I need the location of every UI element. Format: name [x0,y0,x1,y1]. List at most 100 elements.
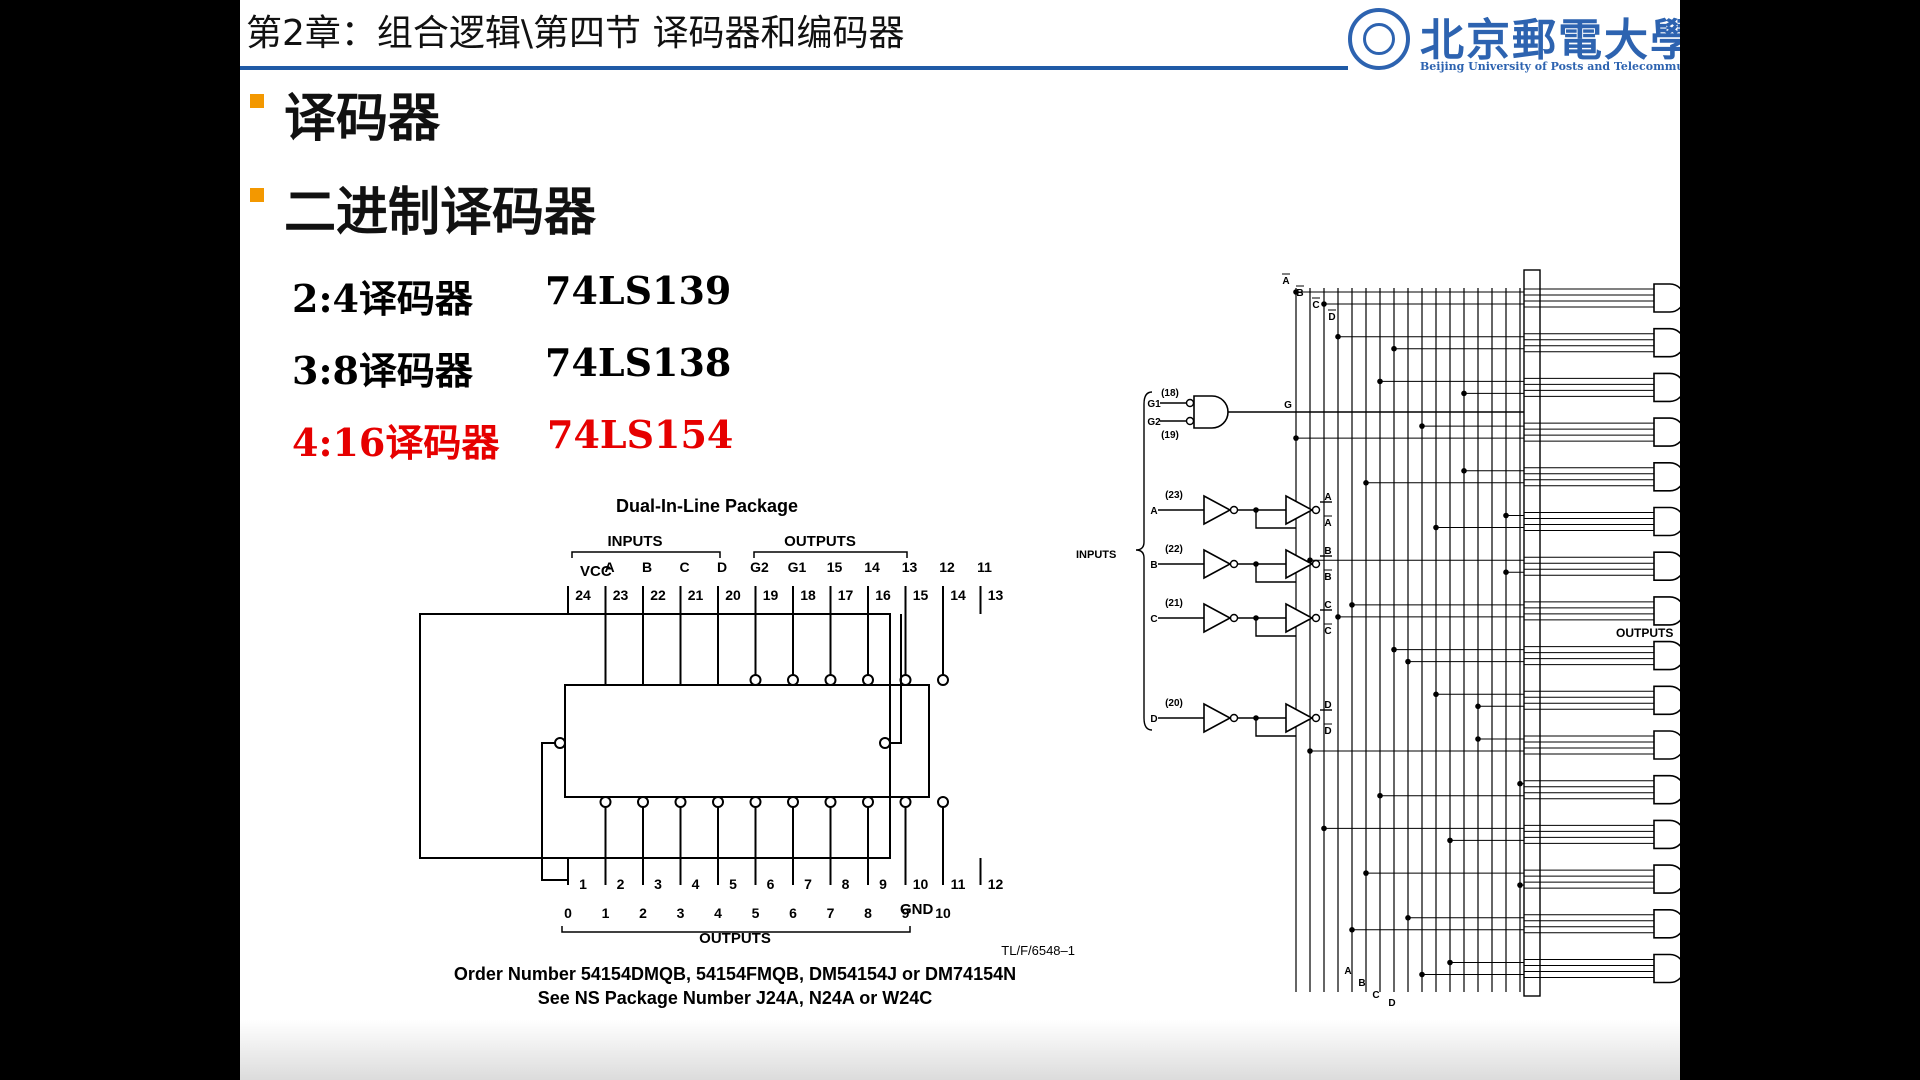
dip-bottom-signal-label: 6 [789,905,797,921]
dip-package-outline [419,613,891,859]
logic-bus-label: A [1344,966,1351,977]
dip-inversion-bubble [599,796,612,808]
logic-true-output-label: B [1324,546,1331,557]
logic-inputs-brace [1135,391,1153,731]
header-rule [240,66,1348,70]
logic-junction-dot [1335,614,1341,620]
logic-inverter [1203,602,1232,634]
logic-nand-gate [1653,819,1680,850]
logic-input-pin-label: (20) [1165,698,1183,709]
dip-bottom-pin-number: 3 [654,876,662,892]
dip-bottom-signal-label: 0 [564,905,572,921]
logic-bus-label-complement: D [1328,312,1335,323]
logic-diagram: (1)0(2)1(3)2(4)3(5)4(6)5(7)6(8)7(9)8(10)… [1076,269,1680,1008]
logic-nand-gate [1653,685,1680,716]
dip-outputs-bottom-brace [561,926,911,933]
dip-inversion-bubble [674,796,687,808]
dip-vcc-label: VCC [580,563,612,580]
dip-top-pin-number: 19 [763,587,779,603]
dip-inputs-label: INPUTS [607,533,662,550]
dip-bottom-pin-number: 10 [913,876,929,892]
logic-inverter [1203,548,1232,580]
dip-inversion-bubble [787,796,799,808]
dip-outputs-label: OUTPUTS [784,533,856,550]
logic-enable-gate [1193,395,1229,429]
dip-bottom-pin-number: 2 [617,876,625,892]
logic-input-name: D [1150,714,1157,725]
dip-top-pin-number: 23 [613,587,629,603]
logic-junction-dot [1363,480,1369,486]
logic-input-pin-label: (22) [1165,544,1183,555]
bullet-heading-decoder: 译码器 [284,89,441,149]
logic-junction-dot [1321,301,1327,307]
logic-buffer [1285,494,1314,526]
dip-gnd-label: GND [900,901,934,918]
logic-junction-dot [1433,524,1439,531]
dip-inversion-bubble [712,796,724,808]
logic-input-name: B [1150,560,1157,571]
logic-junction-dot [1321,825,1327,832]
logic-junction-dot [1349,927,1355,933]
logic-bus-label: B [1358,978,1365,989]
logic-buffer [1285,702,1314,734]
logic-input-pin-label: (23) [1165,490,1183,501]
logic-junction-dot [1349,602,1355,608]
dip-bottom-pin-number: 12 [988,876,1004,892]
dip-order-number: Order Number 54154DMQB, 54154FMQB, DM541… [454,964,1016,984]
dip-top-pin-number: 13 [988,587,1004,603]
dip-inversion-bubble [862,674,874,686]
logic-nand-gate [1653,640,1680,671]
logic-enable-signal-label: G [1284,400,1292,411]
slide-bottom-band [240,1020,1680,1080]
logic-junction-dot [1461,468,1467,474]
logic-junction-dot [1419,971,1425,978]
slide: 第2章：组合逻辑\第四节 译码器和编码器 北京郵電大學 Beijing Univ… [240,0,1680,1080]
logic-junction-dot [1447,959,1453,966]
decoder-name: 4:16译码器 [292,420,500,465]
logic-bus-label-complement: B [1296,288,1303,299]
logic-gate-bubble [1229,613,1239,623]
dip-output-11-wire [890,614,902,744]
logic-nand-gate [1653,953,1680,984]
dip-top-signal-label: D [717,559,727,575]
dip-top-pin-number: 17 [838,587,854,603]
dip-bottom-signal-label: 7 [827,905,835,921]
logic-junction-dot [1517,882,1523,888]
logic-true-output-label: C [1324,600,1331,611]
logic-complement-output-label: D [1324,726,1331,737]
bullet-marker-icon [250,94,264,108]
logic-junction-dot [1307,748,1313,754]
dip-bottom-pin-number: 1 [579,876,587,892]
dip-inversion-bubble [824,674,837,686]
dip-top-signal-label: 13 [902,559,918,575]
logic-bus-label-complement: A [1282,276,1289,287]
logic-nand-gate [1653,864,1680,894]
dip-top-signal-label: 15 [827,559,843,575]
logic-input-name: A [1150,506,1157,517]
logic-nand-gate [1653,551,1680,581]
logic-complement-wire [1255,618,1296,637]
logic-gate-bubble [1311,613,1321,623]
logic-true-output-label: D [1324,700,1331,711]
dip-bottom-signal-label: 9 [902,905,910,921]
logic-inverter [1203,494,1232,526]
bullet-marker-icon [250,188,264,202]
logo-english-name: Beijing University of Posts and Telecomm… [1420,60,1680,73]
decoder-part-number: 74LS138 [545,340,732,385]
bullet-heading-binary-decoder: 二进制译码器 [284,183,597,243]
dip-top-signal-label: G1 [788,559,807,575]
dip-inversion-bubble [749,674,762,686]
dip-bottom-signal-label: 1 [602,905,610,921]
dip-bottom-pin-number: 5 [729,876,737,892]
logic-gate-bubble [1229,505,1239,515]
university-logo: 北京郵電大學 Beijing University of Posts and T… [1346,2,1680,78]
logic-inputs-label: INPUTS [1076,549,1116,561]
logic-gate-bubble [1185,416,1195,426]
logic-input-name: C [1150,614,1157,625]
dip-top-pin-number: 14 [950,587,966,603]
logic-gate-bubble [1229,559,1239,569]
logic-junction-dot [1461,390,1467,397]
dip-top-signal-label: 11 [977,559,992,575]
dip-package-number: See NS Package Number J24A, N24A or W24C [538,988,933,1008]
dip-top-signal-label: C [679,559,689,575]
